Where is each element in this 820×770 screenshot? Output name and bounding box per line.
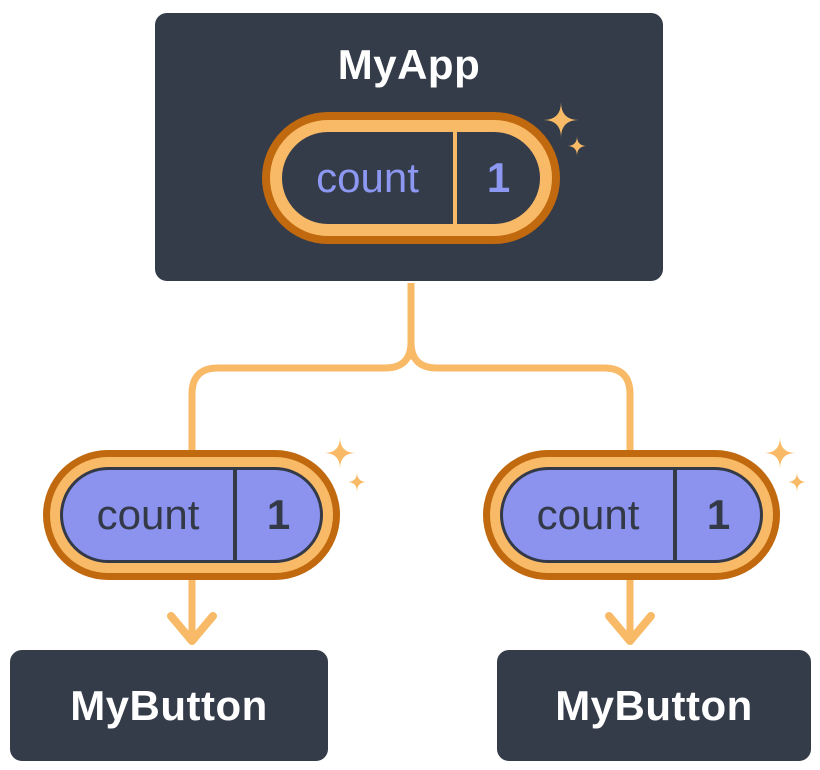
- mybutton-left-component-box: MyButton: [8, 648, 330, 763]
- root-state-pill-ring: count 1: [270, 120, 552, 236]
- root-pill-divider: [453, 132, 457, 224]
- right-prop-name-label: count: [536, 491, 640, 538]
- sparkles-icon: [347, 472, 367, 492]
- arrowhead-left-icon: [167, 612, 217, 645]
- right-prop-value: 1: [706, 491, 731, 538]
- right-prop-pill-body: count 1: [500, 467, 763, 563]
- right-prop-pill: count 1: [483, 450, 780, 580]
- mybutton-right-component-box: MyButton: [495, 648, 813, 763]
- left-prop-pill-ring: count 1: [50, 457, 333, 573]
- left-prop-pill-body: count 1: [60, 467, 323, 563]
- left-prop-name-label: count: [96, 491, 200, 538]
- mybutton-left-title: MyButton: [70, 681, 268, 729]
- sparkles-icon: [764, 437, 796, 469]
- sparkles-icon: [543, 102, 579, 138]
- sparkles-icon: [787, 472, 807, 492]
- arrowhead-right-icon: [605, 612, 655, 645]
- right-pill-divider: [673, 470, 677, 560]
- left-pill-divider: [233, 470, 237, 560]
- sparkles-icon: [567, 136, 587, 156]
- root-state-value: 1: [486, 154, 511, 201]
- right-prop-pill-ring: count 1: [490, 457, 773, 573]
- root-state-name-label: count: [316, 154, 419, 201]
- root-state-pill: count 1: [262, 112, 560, 244]
- branch-line-right: [407, 280, 634, 459]
- root-state-pill-body: count 1: [282, 132, 540, 224]
- sparkles-icon: [324, 437, 356, 469]
- mybutton-right-title: MyButton: [555, 681, 753, 729]
- left-prop-pill: count 1: [43, 450, 340, 580]
- left-prop-value: 1: [266, 491, 291, 538]
- myapp-title: MyApp: [337, 41, 481, 88]
